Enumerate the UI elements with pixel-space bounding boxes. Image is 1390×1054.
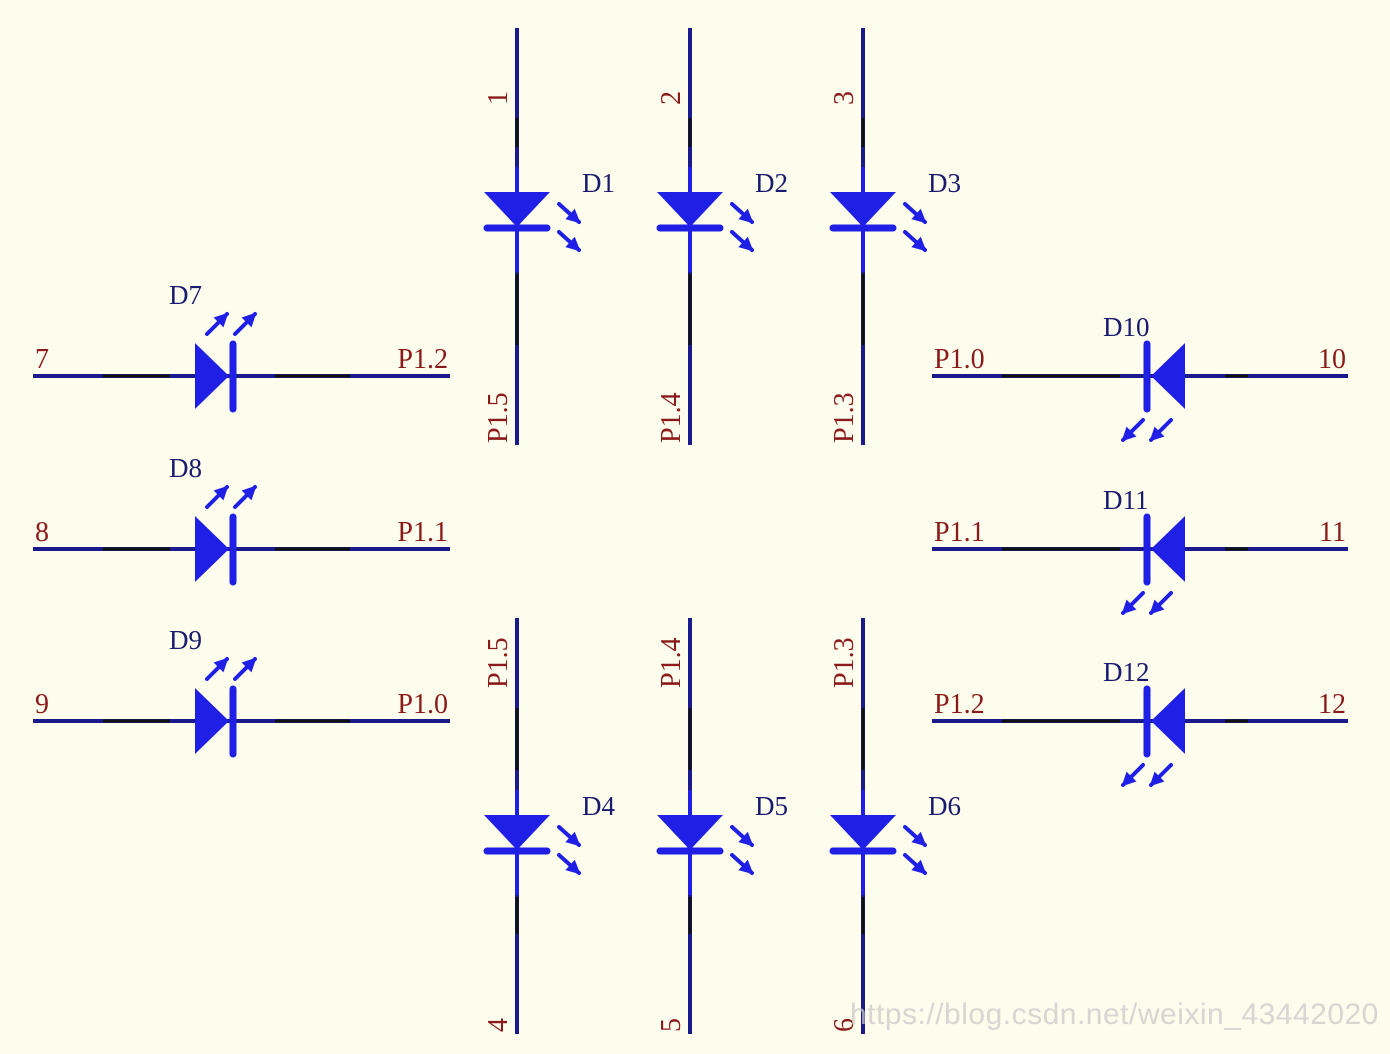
light-arrow-icon-head	[1149, 771, 1165, 787]
designator-label: D12	[1103, 657, 1150, 687]
light-arrow-icon-head	[241, 485, 257, 501]
designator-label: D10	[1103, 312, 1150, 342]
pin-label-left: 8	[35, 517, 49, 548]
pin-label-bottom: P1.4	[656, 392, 687, 443]
designator-label: D9	[169, 625, 202, 655]
light-arrow-icon-head	[565, 859, 581, 875]
pin-label-bottom: P1.3	[829, 392, 860, 443]
diode-triangle-icon	[1151, 688, 1185, 754]
pin-label-top: P1.5	[483, 637, 514, 688]
pin-label-bottom: 4	[483, 1018, 514, 1032]
pin-label-top: P1.4	[656, 637, 687, 688]
light-arrow-icon-head	[1121, 599, 1137, 615]
designator-label: D6	[928, 791, 961, 821]
designator-label: D4	[582, 791, 615, 821]
diode-triangle-icon	[830, 192, 896, 227]
led-d5: D5 P1.4 5	[656, 618, 788, 1034]
light-arrow-icon-head	[241, 657, 257, 673]
light-arrow-icon-head	[738, 236, 754, 252]
led-d6: D6 P1.3 6	[829, 618, 961, 1034]
light-arrow-icon-head	[738, 831, 754, 847]
pin-label-right: P1.0	[397, 689, 448, 720]
light-arrow-icon-head	[1121, 771, 1137, 787]
light-arrow-icon-head	[911, 831, 927, 847]
light-arrow-icon-head	[565, 831, 581, 847]
led-d4: D4 P1.5 4	[483, 618, 615, 1034]
designator-label: D11	[1103, 485, 1149, 515]
light-arrow-icon-head	[565, 236, 581, 252]
pin-label-left: 7	[35, 344, 49, 375]
designator-label: D3	[928, 168, 961, 198]
pin-label-left: P1.0	[934, 344, 985, 375]
pin-label-bottom: 5	[656, 1018, 687, 1032]
diode-triangle-icon	[657, 192, 723, 227]
pin-label-bottom: P1.5	[483, 392, 514, 443]
diode-triangle-icon	[484, 815, 550, 850]
diode-triangle-icon	[1151, 343, 1185, 409]
designator-label: D5	[755, 791, 788, 821]
designator-label: D7	[169, 280, 202, 310]
diode-triangle-icon	[195, 343, 229, 409]
pin-label-left: 9	[35, 689, 49, 720]
diode-triangle-icon	[830, 815, 896, 850]
watermark: https://blog.csdn.net/weixin_43442020	[850, 998, 1379, 1031]
light-arrow-icon-head	[213, 312, 229, 328]
light-arrow-icon-head	[738, 859, 754, 875]
led-d8: D8 8 P1.1	[33, 453, 450, 586]
diode-triangle-icon	[195, 516, 229, 582]
light-arrow-icon-head	[241, 312, 257, 328]
light-arrow-icon-head	[1149, 599, 1165, 615]
pin-label-right: 11	[1319, 517, 1346, 548]
pin-label-right: 12	[1318, 689, 1346, 720]
led-d9: D9 9 P1.0	[33, 625, 450, 758]
designator-label: D8	[169, 453, 202, 483]
pin-label-right: P1.2	[397, 344, 448, 375]
pin-label-bottom: 6	[829, 1018, 860, 1032]
light-arrow-icon-head	[213, 485, 229, 501]
pin-label-left: P1.2	[934, 689, 985, 720]
light-arrow-icon-head	[911, 236, 927, 252]
led-d3: D3 3P1.3	[829, 28, 961, 445]
pin-label-top: 1	[483, 91, 514, 105]
light-arrow-icon-head	[911, 859, 927, 875]
pin-label-top: P1.3	[829, 637, 860, 688]
designator-label: D1	[582, 168, 615, 198]
pin-label-top: 2	[656, 91, 687, 105]
light-arrow-icon-head	[911, 208, 927, 224]
pin-label-top: 3	[829, 91, 860, 105]
light-arrow-icon-head	[1121, 426, 1137, 442]
led-d7: D7 7 P1.2	[33, 280, 450, 413]
diode-triangle-icon	[484, 192, 550, 227]
pin-label-right: 10	[1318, 344, 1346, 375]
diode-triangle-icon	[1151, 516, 1185, 582]
diode-triangle-icon	[195, 688, 229, 754]
pin-label-left: P1.1	[934, 517, 985, 548]
led-d1: D1 1P1.5	[483, 28, 615, 445]
led-d2: D2 2P1.4	[656, 28, 788, 445]
designator-label: D2	[755, 168, 788, 198]
light-arrow-icon-head	[565, 208, 581, 224]
light-arrow-icon-head	[213, 657, 229, 673]
light-arrow-icon-head	[738, 208, 754, 224]
light-arrow-icon-head	[1149, 426, 1165, 442]
diode-triangle-icon	[657, 815, 723, 850]
pin-label-right: P1.1	[397, 517, 448, 548]
